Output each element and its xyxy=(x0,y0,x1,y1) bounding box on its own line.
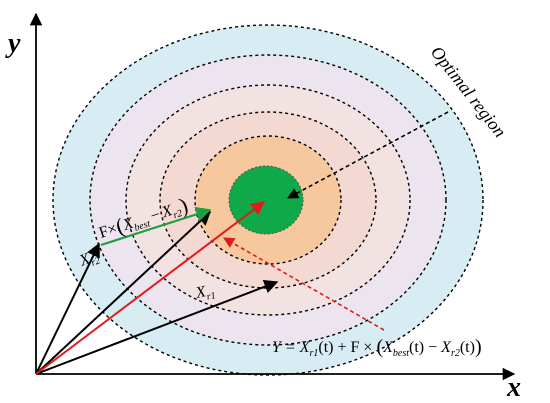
f-term-label: F×(Xbest−Xr2) xyxy=(95,192,190,244)
vector-xr2 xyxy=(35,211,212,375)
update-formula: Y = Xr1(t) + F × (Xbest(t) − Xr2(t)) xyxy=(272,336,482,359)
y-axis-label: y xyxy=(5,28,21,59)
vector-to-f-term xyxy=(35,242,100,375)
difference-vector xyxy=(100,206,212,247)
formula-pointer-arrow xyxy=(223,237,385,331)
optimal-pointer-arrow xyxy=(287,111,449,199)
xr1-label: Xr1 xyxy=(193,281,216,305)
vector-xr1 xyxy=(35,279,279,375)
vector-new-position xyxy=(35,201,266,375)
x-axis-label: x xyxy=(506,372,521,403)
optimal-region xyxy=(228,165,304,235)
